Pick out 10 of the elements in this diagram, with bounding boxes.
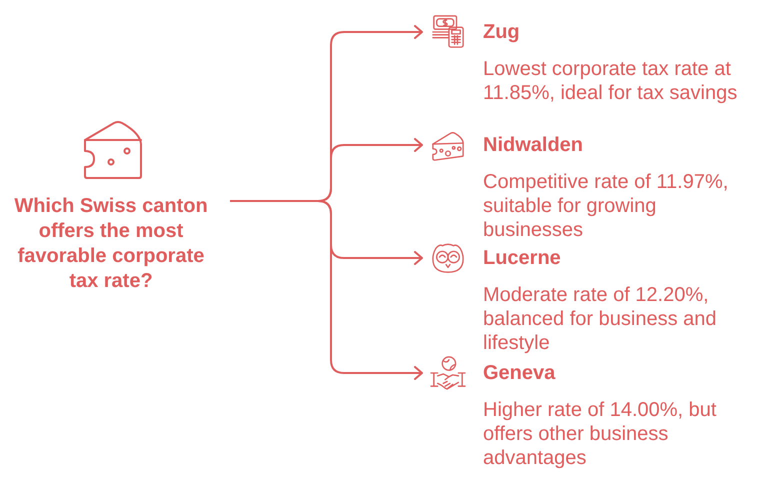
canton-name: Lucerne — [483, 246, 561, 270]
description-text: Moderate rate of 12.20%, balanced for business and lifestyle — [483, 283, 718, 355]
canton-name: Geneva — [483, 361, 556, 385]
canton-name: Zug — [483, 20, 520, 44]
question-text: Which Swiss canton offers the most favorable corporate tax rate? — [13, 194, 209, 294]
branch-arrow — [230, 200, 423, 380]
canton-name: Nidwalden — [483, 133, 584, 157]
description-text: Higher rate of 14.00%, but offers other business advantages — [483, 398, 718, 470]
description-text: Lowest corporate tax rate at 11.85%, ideal for tax savings — [483, 57, 738, 105]
description-text: Competitive rate of 11.97%, suitable for growing businesses — [483, 170, 730, 242]
